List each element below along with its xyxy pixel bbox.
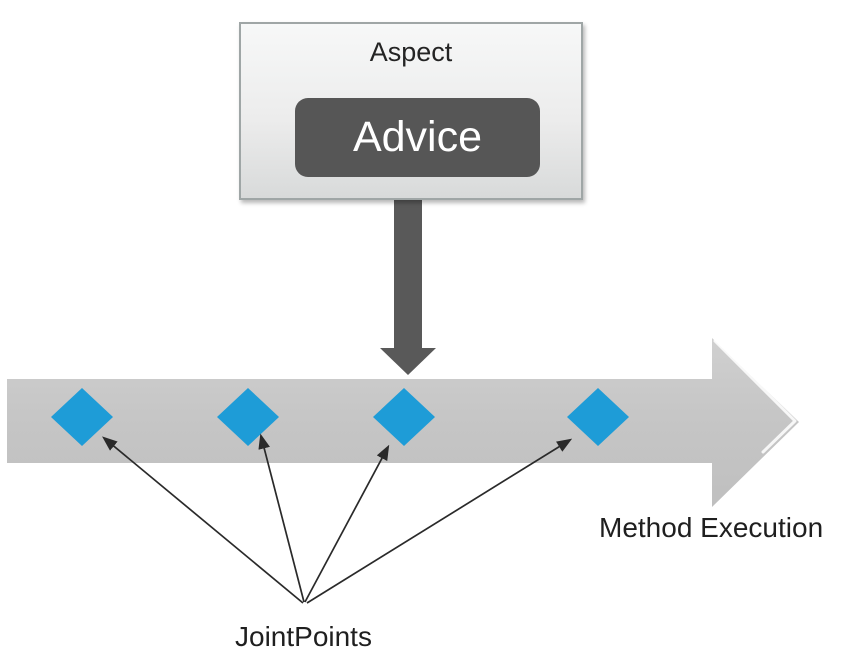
jointpoint-diamond-icon <box>373 388 435 446</box>
jointpoint-pointer-lines <box>102 433 573 604</box>
aspect-box: Aspect Advice <box>239 22 583 200</box>
jointpoint-diamond-icon <box>51 388 113 446</box>
aspect-box-title: Aspect <box>369 37 453 67</box>
advice-applied-down-arrow-icon <box>380 200 436 375</box>
jointpoints-label: JointPoints <box>235 621 372 652</box>
pointer-line <box>258 433 305 603</box>
jointpoint-diamond-icon <box>217 388 279 446</box>
method-execution-label: Method Execution <box>599 512 824 543</box>
jointpoint-diamond-icon <box>567 388 629 446</box>
pointer-line <box>306 438 573 604</box>
jointpoint-diamonds <box>51 388 629 446</box>
advice-block: Advice <box>295 98 540 177</box>
pointer-line <box>304 444 390 603</box>
pointer-line <box>102 436 304 604</box>
